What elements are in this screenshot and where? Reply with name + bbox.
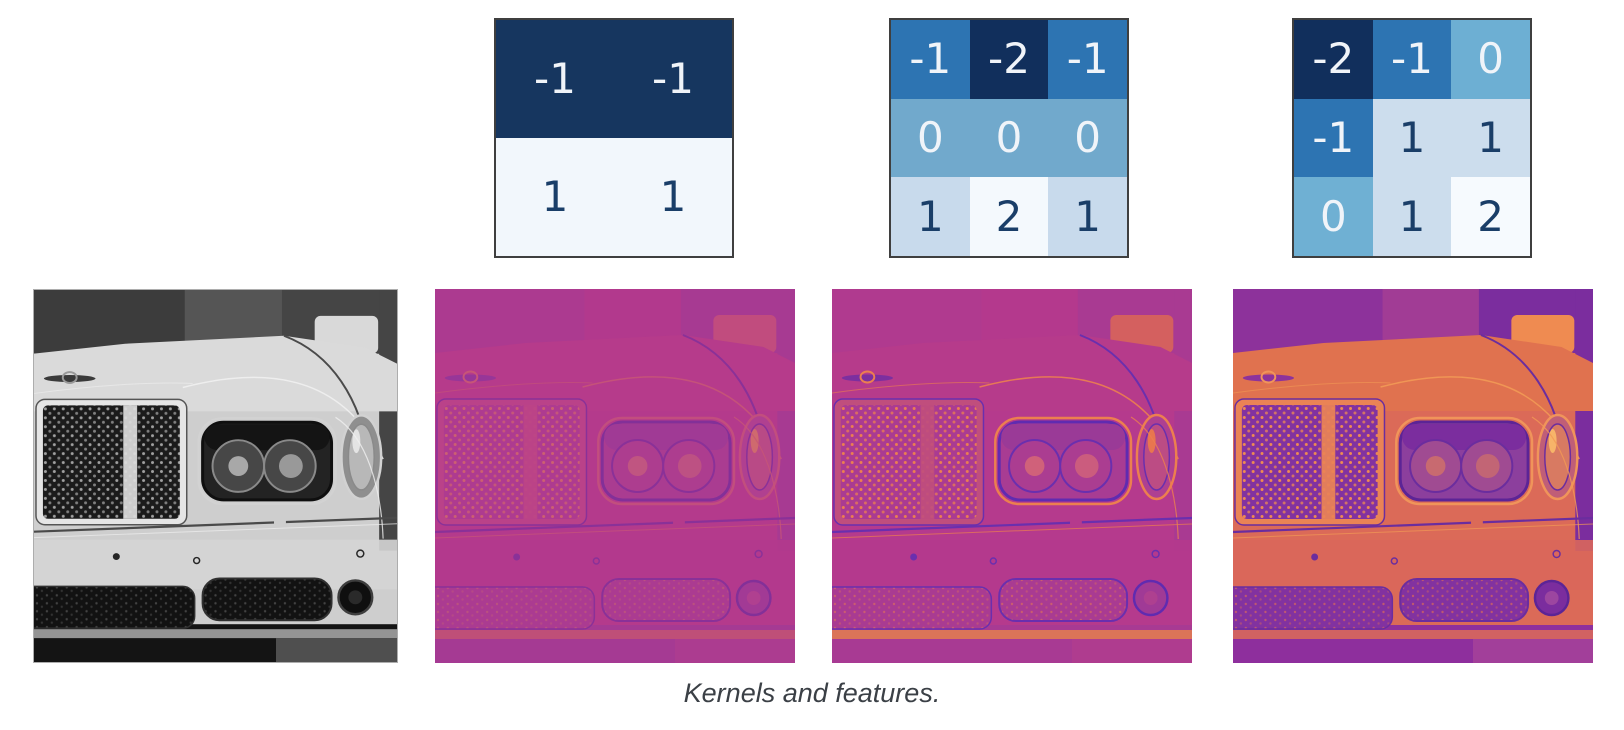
car-illustration xyxy=(1233,289,1593,663)
kernel-cell: 1 xyxy=(1048,177,1127,256)
car-illustration xyxy=(832,289,1192,663)
kernel-cell: 2 xyxy=(969,177,1049,256)
kernel-cell: -1 xyxy=(1048,20,1127,99)
figure-caption: Kernels and features. xyxy=(683,678,941,708)
kernel-cell: -1 xyxy=(614,20,732,138)
kernel-cell: 0 xyxy=(891,98,970,178)
kernel-cell: 0 xyxy=(1048,98,1127,178)
kernel-cell: 1 xyxy=(1372,177,1452,256)
kernel-cell: -2 xyxy=(969,20,1049,99)
kernel-cell: 1 xyxy=(891,177,970,256)
kernel-cell: 1 xyxy=(614,138,732,256)
kernel-cell: 1 xyxy=(496,138,614,256)
kernel-cell: -1 xyxy=(496,20,614,138)
kernel-cell: -2 xyxy=(1294,20,1373,99)
kernel-cell: 1 xyxy=(1451,98,1530,178)
car-illustration xyxy=(34,290,397,662)
kernel-cell: -1 xyxy=(891,20,970,99)
kernel-cell: -1 xyxy=(1372,20,1452,99)
kernel-cell: 0 xyxy=(1451,20,1530,99)
feature-map-3 xyxy=(1233,289,1593,663)
feature-map-2 xyxy=(832,289,1192,663)
car-illustration xyxy=(435,289,795,663)
feature-map-1 xyxy=(435,289,795,663)
kernel-cell: 0 xyxy=(1294,177,1373,256)
original-car-image xyxy=(33,289,398,663)
kernel-cell: 1 xyxy=(1372,98,1452,178)
kernel-cell: 0 xyxy=(969,98,1049,178)
kernel-cell: -1 xyxy=(1294,98,1373,178)
kernel-cell: 2 xyxy=(1451,177,1530,256)
